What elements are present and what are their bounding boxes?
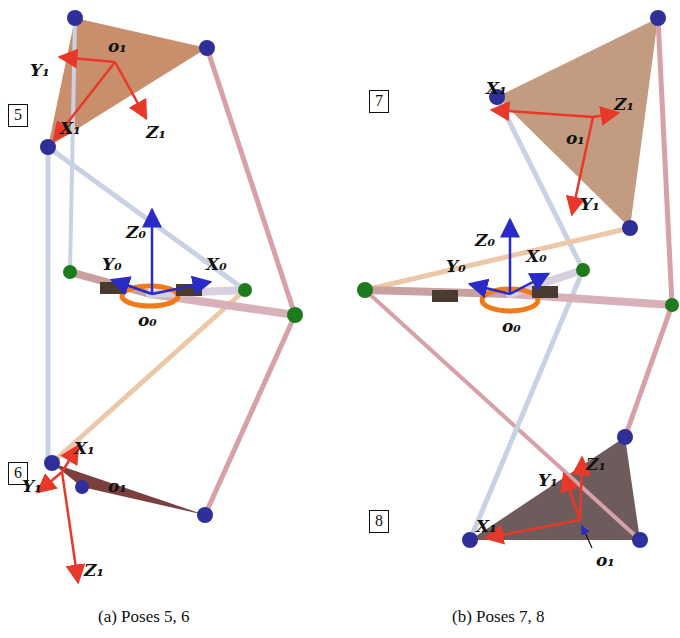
axis-label: o₁ (108, 38, 127, 55)
axis-label: Z₁ (146, 124, 166, 141)
axis-label: Y₀ (446, 258, 466, 275)
axis-label: X₁ (476, 518, 497, 535)
axis-label: X₁ (60, 120, 81, 137)
axis-label: o₀ (502, 318, 521, 335)
axis-label: Y₁ (580, 196, 600, 213)
subfigure-caption: (b) Poses 7, 8 (452, 608, 545, 625)
axis-label: Z₁ (614, 96, 634, 113)
axis-label: Y₁ (22, 478, 42, 495)
callout-number: 8 (375, 512, 383, 529)
axis-label: o₁ (108, 478, 127, 495)
axis-label: Y₁ (538, 472, 558, 489)
callout-box: 7 (369, 90, 389, 113)
axis-label: Y₁ (30, 62, 50, 79)
axis-label: X₁ (486, 80, 507, 97)
axis-label: X₁ (74, 440, 95, 457)
callout-number: 7 (375, 92, 383, 109)
axis-label: Z₀ (475, 232, 495, 249)
callout-number: 5 (14, 106, 22, 123)
axis-label: o₁ (596, 552, 615, 569)
callout-number: 6 (14, 464, 22, 481)
axis-label: o₁ (566, 130, 585, 147)
axis-label: X₀ (206, 256, 227, 273)
axis-label: o₀ (138, 312, 157, 329)
subfigure-caption: (a) Poses 5, 6 (98, 608, 190, 625)
axis-label: Z₁ (84, 562, 104, 579)
callout-box: 5 (8, 104, 28, 127)
axis-label: Z₀ (126, 224, 146, 241)
axis-label: X₀ (526, 248, 547, 265)
axis-label: Z₁ (586, 456, 606, 473)
callout-box: 8 (369, 510, 389, 533)
axis-label: Y₀ (102, 256, 122, 273)
